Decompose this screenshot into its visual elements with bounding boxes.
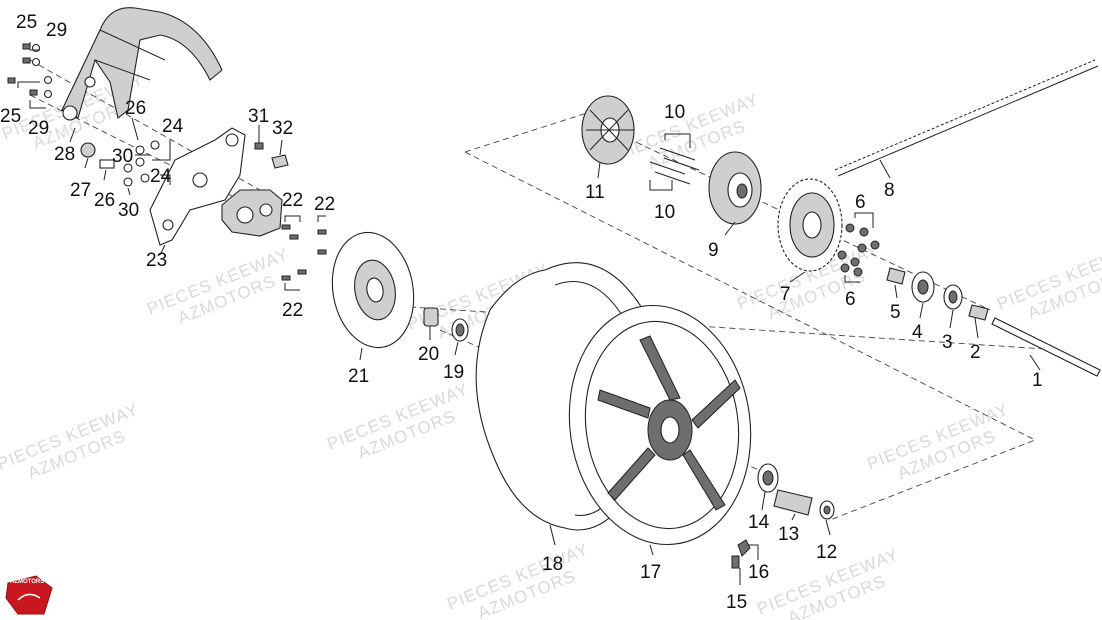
callout-24: 24: [162, 116, 184, 137]
callout-32: 32: [272, 118, 293, 139]
leader-lines: [17, 42, 1041, 585]
callout-6: 6: [845, 289, 856, 310]
fastener-group: [7, 43, 289, 187]
hub-studs: [649, 147, 700, 185]
callout-14: 14: [748, 512, 770, 533]
callout-22: 22: [282, 300, 303, 321]
rear-wheel-rim: [568, 304, 752, 546]
callout-5: 5: [890, 302, 901, 323]
callout-12: 12: [816, 542, 837, 563]
callout-28: 28: [54, 144, 75, 165]
callout-7: 7: [780, 284, 791, 305]
callout-10: 10: [654, 202, 675, 223]
callout-26: 26: [94, 190, 115, 211]
callout-20: 20: [418, 344, 439, 365]
callout-13: 13: [778, 524, 799, 545]
logo-text: AZMOTORS: [10, 579, 44, 585]
callout-25: 25: [0, 106, 21, 127]
callout-24: 24: [150, 166, 172, 187]
left-spacer-bearing: [423, 307, 469, 342]
callout-30: 30: [112, 146, 133, 167]
callout-29: 29: [28, 118, 49, 139]
callout-22: 22: [314, 194, 335, 215]
callout-10: 10: [664, 102, 685, 123]
brake-disc: [331, 231, 415, 349]
callout-9: 9: [708, 240, 719, 261]
callout-18: 18: [542, 554, 563, 575]
callout-29: 29: [46, 20, 67, 41]
callout-8: 8: [884, 180, 895, 201]
callout-4: 4: [912, 322, 923, 343]
right-axle-spacers: [757, 463, 835, 520]
callout-17: 17: [640, 562, 661, 583]
drive-chain: [834, 59, 1099, 177]
callout-16: 16: [748, 562, 769, 583]
callout-19: 19: [443, 362, 464, 383]
tire-valve: [731, 539, 751, 569]
callout-31: 31: [248, 106, 269, 127]
swingarm-bracket: [61, 7, 223, 121]
callout-25: 25: [16, 12, 37, 33]
hub-damper: [581, 95, 635, 165]
callout-22: 22: [282, 190, 303, 211]
callout-23: 23: [146, 250, 167, 271]
callout-15: 15: [726, 592, 747, 613]
sprocket-hub: [708, 151, 762, 225]
callout-6: 6: [855, 192, 866, 213]
callout-27: 27: [70, 180, 91, 201]
callout-11: 11: [585, 182, 605, 203]
brake-caliper: [221, 189, 283, 237]
rear-sprocket: [777, 178, 843, 272]
callout-26: 26: [125, 98, 146, 119]
callout-1: 1: [1032, 370, 1043, 391]
disc-bolts: [281, 224, 327, 281]
right-side-axle-parts: [886, 267, 989, 321]
callout-21: 21: [348, 366, 369, 387]
rear-axle: [991, 317, 1101, 377]
caliper-bracket: [149, 127, 246, 246]
azmotors-logo: AZMOTORS: [5, 575, 53, 615]
callout-3: 3: [942, 332, 953, 353]
callout-labels: 1 2 3 4 5 6 6 7 8 9 10 10 11 12 13 14 15…: [0, 12, 1043, 613]
sprocket-nuts: [837, 223, 880, 277]
callout-2: 2: [970, 342, 981, 363]
callout-30: 30: [118, 200, 139, 221]
